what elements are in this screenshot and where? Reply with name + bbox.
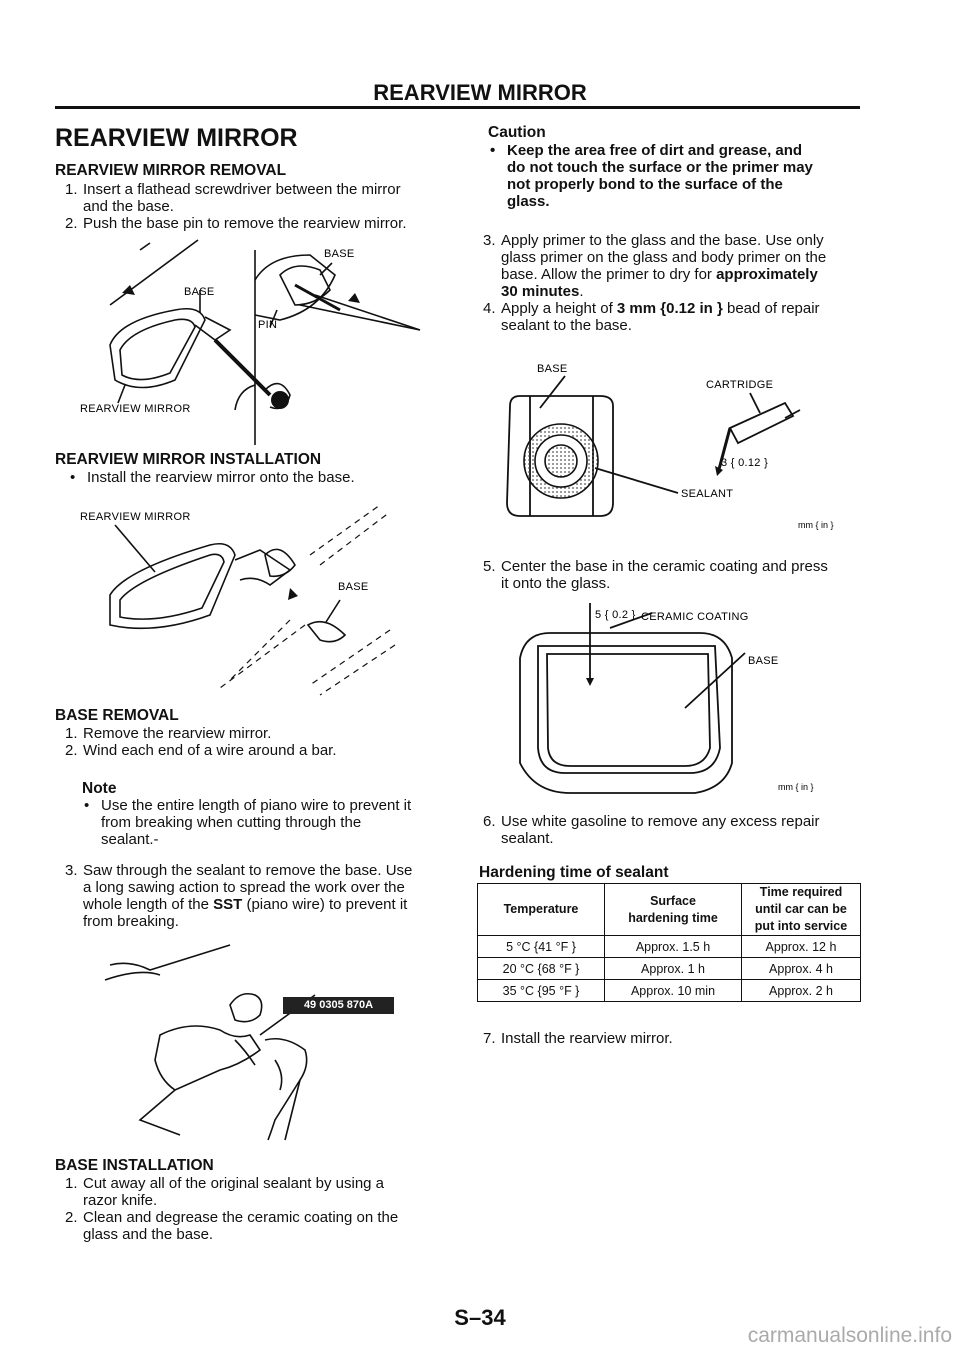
base-installation-step-2: 2. Clean and degrease the ceramic coatin… [65,1209,399,1243]
caution-heading: Caution [488,124,546,141]
base-installation-step-1: 1. Cut away all of the original sealant … [65,1175,385,1209]
page-number: S–34 [454,1305,506,1330]
fig-label-pin: PIN [258,319,277,331]
removal-step-1: 1. Insert a flathead screwdriver between… [65,181,401,215]
install-step-7: 7.Install the rearview mirror. [483,1030,673,1047]
center-step-5: 5. Center the base in the ceramic coatin… [483,558,828,592]
base-installation-heading: BASE INSTALLATION [55,1157,214,1174]
table-header-row: Temperature Surface hardening time Time … [477,883,861,936]
watermark: carmanualsonline.info [747,1324,952,1347]
fig-label-rearview-mirror: REARVIEW MIRROR [80,403,191,415]
fig-label-base-3: BASE [338,581,369,593]
fig-label-rearview-mirror-2: REARVIEW MIRROR [80,511,191,523]
fig-label-base-2: BASE [184,286,215,298]
table-title: Hardening time of sealant [479,864,669,881]
table-row: 5 °C {41 °F } Approx. 1.5 h Approx. 12 h [477,935,861,958]
base-removal-step-3: 3. Saw through the sealant to remove the… [65,862,413,930]
section-heading: REARVIEW MIRROR [55,124,298,152]
cell-surface: Approx. 1 h [604,957,742,980]
fig-label-sealant: SEALANT [681,488,733,500]
installation-heading: REARVIEW MIRROR INSTALLATION [55,451,322,468]
base-removal-step-2: 2.Wind each end of a wire around a bar. [65,742,337,759]
sealant-step-4: 4. Apply a height of 3 mm {0.12 in } bea… [483,300,820,334]
cell-temp: 35 °C {95 °F } [477,979,605,1002]
fig-unit-2: mm { in } [778,782,814,792]
cell-temp: 5 °C {41 °F } [477,935,605,958]
base-removal-heading: BASE REMOVAL [55,707,179,724]
header-temperature: Temperature [477,883,605,936]
note-bullet: • Use the entire length of piano wire to… [84,797,412,848]
note-heading: Note [82,780,117,797]
cell-surface: Approx. 10 min [604,979,742,1002]
mirror-installation-figure: REARVIEW MIRROR BASE [80,504,396,696]
table-row: 20 °C {68 °F } Approx. 1 h Approx. 4 h [477,957,861,980]
cell-surface: Approx. 1.5 h [604,935,742,958]
mirror-removal-figure: BASE BASE PIN REARVIEW MIRROR [80,239,421,445]
cell-service: Approx. 2 h [741,979,861,1002]
base-removal-step-1: 1.Remove the rearview mirror. [65,725,272,742]
page-header-title: REARVIEW MIRROR [373,80,587,105]
header-rule [55,106,860,109]
header-time-required: Time required until car can be put into … [741,883,861,936]
fig-label-dim-5: 5 { 0.2 } [595,609,636,621]
cell-service: Approx. 12 h [741,935,861,958]
removal-heading: REARVIEW MIRROR REMOVAL [55,162,287,179]
cell-service: Approx. 4 h [741,957,861,980]
installation-bullet: •Install the rearview mirror onto the ba… [70,469,355,486]
sealant-bead-figure: BASE CARTRIDGE 3 { 0.12 } SEALANT mm { i… [506,363,834,530]
cell-temp: 20 °C {68 °F } [477,957,605,980]
fig-label-base-5: BASE [748,655,779,667]
table-row: 35 °C {95 °F } Approx. 10 min Approx. 2 … [477,979,861,1002]
fig-label-base-1: BASE [324,248,355,260]
fig-label-base-4: BASE [537,363,568,375]
hardening-time-table: Temperature Surface hardening time Time … [477,883,861,1002]
fig-label-dim-3: 3 { 0.12 } [721,457,768,469]
caution-bullet: • Keep the area free of dirt and grease,… [490,142,813,210]
fig-label-cartridge: CARTRIDGE [706,379,773,391]
tool-number-plate: 49 0305 870A [283,997,394,1014]
header-surface-hardening: Surface hardening time [604,883,742,936]
fig-label-ceramic-coating: CERAMIC COATING [641,611,749,623]
fig-unit-1: mm { in } [798,520,834,530]
gasoline-step-6: 6. Use white gasoline to remove any exce… [483,813,820,847]
primer-step-3: 3. Apply primer to the glass and the bas… [483,232,827,300]
wire-sawing-figure [104,944,316,1141]
ceramic-coating-figure: 5 { 0.2 } CERAMIC COATING BASE mm { in } [519,603,814,794]
removal-step-2: 2. Push the base pin to remove the rearv… [65,215,407,232]
